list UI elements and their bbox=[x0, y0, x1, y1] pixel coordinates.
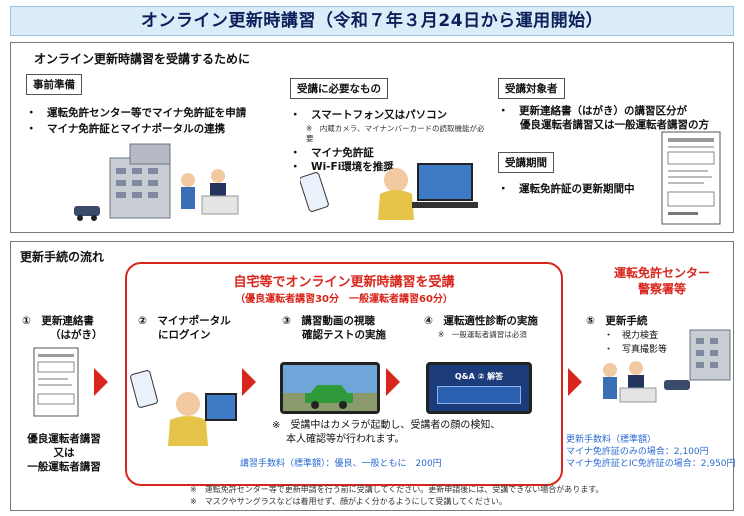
target-text-2: 優良運転者講習又は一般運転者講習の方 bbox=[520, 119, 709, 131]
flow-arrow-2 bbox=[242, 368, 256, 396]
renewal-fee-line-1: マイナ免許証のみの場合：2,100円 bbox=[566, 447, 709, 457]
requirement-item-2: ・ マイナ免許証 bbox=[290, 147, 374, 159]
advance-prep-label: 事前準備 bbox=[26, 74, 82, 95]
footnote-2: ※ マスクやサングラスなどは着用せず、顔がよく分かるようにして受講してください。 bbox=[190, 497, 507, 506]
step1-bottom-3: 一般運転者講習 bbox=[27, 461, 101, 473]
target-label: 受講対象者 bbox=[498, 78, 565, 99]
login-illustration bbox=[130, 370, 237, 446]
step5-item-2: ・ 写真撮影等 bbox=[604, 345, 668, 355]
advance-item-1: ・ 運転免許センター等でマイナ免許証を申請 bbox=[26, 107, 247, 119]
center-title-2: 警察署等 bbox=[637, 282, 686, 296]
requirement-item-1: ・ スマートフォン又はパソコン bbox=[290, 109, 448, 121]
step1-subtitle: （はがき） bbox=[50, 329, 103, 341]
step1-title: ① 更新連絡書 bbox=[22, 315, 94, 327]
screen-header: Q&A ② 解答 bbox=[454, 372, 504, 381]
step2-subtitle: にログイン bbox=[158, 329, 211, 341]
period-text: ・ 運転免許証の更新期間中 bbox=[498, 183, 635, 195]
step2-title: ② マイナポータル bbox=[138, 315, 231, 327]
step5-item-1: ・ 視力検査 bbox=[604, 331, 659, 341]
footnote-1: ※ 運転免許センター等で更新申請を行う前に受講してください。更新申請後には、受講… bbox=[190, 485, 604, 494]
step3-title: ③ 講習動画の視聴 bbox=[282, 315, 375, 327]
flow-heading: 更新手続の流れ bbox=[20, 250, 105, 264]
period-label: 受講期間 bbox=[498, 152, 554, 173]
step4-note: ※ 一般運転者講習は必須 bbox=[438, 330, 527, 339]
screen-question-box bbox=[437, 386, 521, 404]
license-center-counter-illustration bbox=[603, 329, 731, 403]
camera-note-1: ※ 受講中はカメラが起動し、受講者の顔の検知、 bbox=[272, 420, 501, 431]
step1-bottom-2: 又は bbox=[53, 447, 75, 459]
step4-title: ④ 運転適性診断の実施 bbox=[424, 315, 538, 327]
step3-subtitle: 確認テストの実施 bbox=[302, 329, 386, 341]
requirements-note: ※ 内蔵カメラ、マイナンバーカードの読取機能が必要 bbox=[306, 124, 485, 143]
flow-arrow-3 bbox=[386, 368, 400, 396]
flow-arrow-4 bbox=[568, 368, 582, 396]
page-title: オンライン更新時講習（令和７年３月24日から運用開始） bbox=[10, 6, 734, 36]
target-text-1: ・ 更新連絡書（はがき）の講習区分が bbox=[498, 105, 687, 117]
step5-title: ⑤ 更新手続 bbox=[586, 315, 648, 327]
smartphone-pc-illustration bbox=[300, 163, 478, 220]
course-fee-note: 講習手数料（標準額）：優良、一般ともに 200円 bbox=[240, 459, 442, 469]
aptitude-test-screen: Q&A ② 解答 bbox=[426, 362, 532, 414]
postcard-illustration bbox=[661, 131, 721, 225]
online-course-subtitle: （優良運転者講習30分 一般運転者講習60分） bbox=[235, 294, 453, 305]
online-course-frame bbox=[125, 262, 563, 486]
requirements-label: 受講に必要なもの bbox=[290, 78, 388, 99]
step1-bottom-1: 優良運転者講習 bbox=[27, 433, 101, 445]
advance-item-2: ・ マイナ免許証とマイナポータルの連携 bbox=[26, 123, 226, 135]
renewal-fee-line-2: マイナ免許証とIC免許証の場合：2,950円 bbox=[566, 459, 736, 469]
course-video-screen bbox=[280, 362, 380, 414]
flow-arrow-1 bbox=[94, 368, 108, 396]
camera-note-2: 本人確認等が行われます。 bbox=[286, 434, 405, 445]
online-course-title: 自宅等でオンライン更新時講習を受講 bbox=[233, 275, 455, 290]
postcard-small-illustration bbox=[33, 347, 79, 417]
renewal-fee-title: 更新手数料（標準額） bbox=[566, 435, 657, 445]
preparation-heading: オンライン更新時講習を受講するために bbox=[34, 52, 251, 66]
center-title-1: 運転免許センター bbox=[613, 266, 710, 280]
car-icon bbox=[283, 385, 377, 411]
license-center-illustration bbox=[74, 143, 239, 221]
requirement-item-3: ・ Wi-Fi環境を推奨 bbox=[290, 161, 394, 173]
